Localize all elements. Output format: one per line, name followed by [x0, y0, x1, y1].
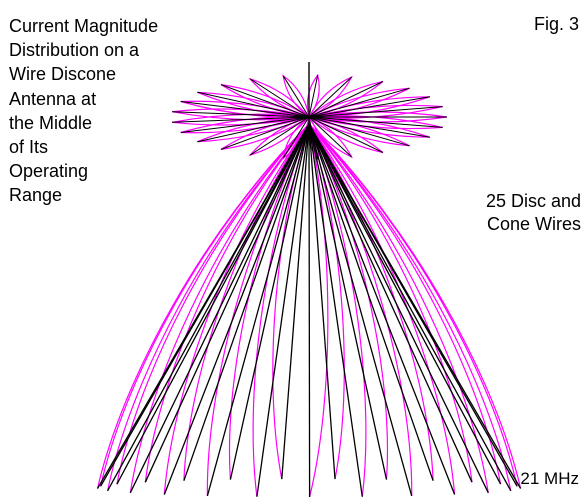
cone-wire — [308, 123, 489, 494]
cone-current-curve — [308, 123, 518, 487]
cone-wire — [129, 123, 310, 494]
cone-wire — [206, 123, 310, 497]
cone-current-curve — [206, 123, 310, 496]
cone-wire — [100, 123, 310, 487]
cone-wire — [308, 123, 388, 480]
disc-wire — [197, 91, 310, 118]
disc-wire — [308, 116, 384, 153]
cone-wire — [116, 123, 310, 485]
cone-current-curve — [308, 123, 413, 496]
cone-current-curve — [144, 123, 310, 483]
cone-wire — [308, 123, 512, 492]
cone-wires — [96, 123, 522, 498]
disc-wire — [308, 116, 352, 158]
cone-wire — [107, 123, 310, 492]
cone-wire — [308, 123, 363, 497]
cone-wire — [281, 123, 310, 480]
disc-wire — [308, 76, 352, 118]
cone-wire — [308, 123, 502, 485]
cone-current-curve — [308, 123, 473, 483]
figure-label: Fig. 3 — [533, 14, 579, 34]
cone-wire — [308, 123, 434, 481]
disc-wire — [197, 116, 310, 143]
cone-wire — [183, 123, 310, 481]
cone-wire — [163, 123, 310, 495]
disc-wire — [308, 116, 430, 138]
disc-wire — [308, 116, 410, 147]
disc-wire — [220, 116, 310, 150]
disc-wire — [308, 87, 410, 118]
disc-wire — [308, 81, 384, 118]
diagram-title: Current Magnitude Distribution on a Wire… — [9, 16, 159, 206]
cone-current-curve — [129, 123, 310, 493]
cone-wire — [308, 123, 311, 498]
cone-wire — [308, 123, 413, 497]
disc-wire — [308, 96, 430, 118]
cone-wire — [308, 123, 473, 483]
cone-wire — [308, 123, 518, 487]
cone-current-curve — [100, 123, 310, 487]
disc-wire — [308, 74, 319, 118]
cone-current-curve — [252, 123, 310, 497]
cone-wire — [308, 123, 456, 495]
disc-wire — [220, 84, 310, 118]
disc-wire — [249, 116, 310, 156]
disc-wire — [172, 116, 310, 123]
frequency-label: 21 MHz — [520, 469, 579, 488]
cone-wire — [256, 123, 310, 497]
cone-current-curve — [163, 123, 310, 495]
disc-wire — [249, 78, 310, 118]
disc-wire — [308, 106, 443, 118]
cone-wire — [144, 123, 310, 483]
cone-current-curve — [308, 123, 512, 491]
disc-wire — [180, 101, 310, 118]
disc-wire — [180, 116, 310, 133]
disc-wires — [172, 74, 447, 160]
cone-current-curve — [308, 123, 329, 498]
cone-current-curve — [308, 123, 489, 493]
wire-count-note: 25 Disc and Cone Wires — [485, 191, 581, 234]
disc-wire — [308, 116, 443, 128]
cone-wire — [308, 123, 336, 480]
cone-wire — [229, 123, 310, 480]
disc-wire — [282, 116, 310, 159]
disc-wire — [172, 111, 310, 118]
disc-wire — [282, 75, 310, 118]
